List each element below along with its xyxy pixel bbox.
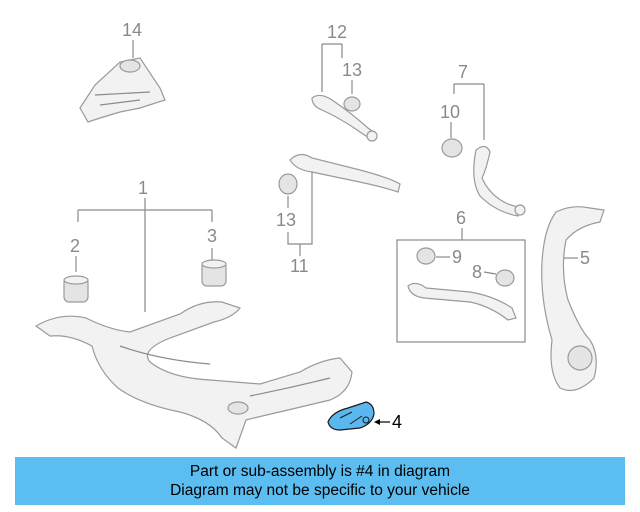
part-4-bracket-highlighted xyxy=(327,401,375,431)
callout-10[interactable]: 10 xyxy=(440,102,460,122)
info-banner: Part or sub-assembly is #4 in diagram Di… xyxy=(15,457,625,505)
banner-line-2: Diagram may not be specific to your vehi… xyxy=(170,482,470,499)
callout-13-upper[interactable]: 13 xyxy=(342,60,362,80)
callout-7[interactable]: 7 xyxy=(458,62,468,82)
part-11-lower-arm xyxy=(278,153,401,195)
parts-diagram: 14 12 13 7 10 1 13 11 6 9 8 xyxy=(34,20,605,449)
callout-11[interactable]: 11 xyxy=(290,256,309,276)
callout-2[interactable]: 2 xyxy=(70,236,80,256)
bushings xyxy=(63,259,227,303)
part-6-kit-box xyxy=(396,239,526,343)
part-14-mount xyxy=(79,57,166,123)
part-6-kit xyxy=(407,247,517,321)
callout-8[interactable]: 8 xyxy=(472,262,482,282)
part-1-subframe xyxy=(34,301,353,449)
callout-3[interactable]: 3 xyxy=(207,226,217,246)
callout-6[interactable]: 6 xyxy=(456,208,466,228)
callout-5[interactable]: 5 xyxy=(580,248,590,268)
callout-9[interactable]: 9 xyxy=(452,247,462,267)
callout-13-lower[interactable]: 13 xyxy=(276,210,296,230)
callout-14[interactable]: 14 xyxy=(122,20,142,40)
callout-4[interactable]: 4 xyxy=(392,412,402,432)
banner-line-1: Part or sub-assembly is #4 in diagram xyxy=(189,463,451,480)
callout-12[interactable]: 12 xyxy=(327,22,347,42)
part-5-knuckle xyxy=(541,206,605,391)
callout-4-arrow xyxy=(374,419,380,425)
part-7-arm xyxy=(441,138,526,217)
callout-1[interactable]: 1 xyxy=(138,178,148,198)
part-12-upper-arm xyxy=(311,94,378,142)
